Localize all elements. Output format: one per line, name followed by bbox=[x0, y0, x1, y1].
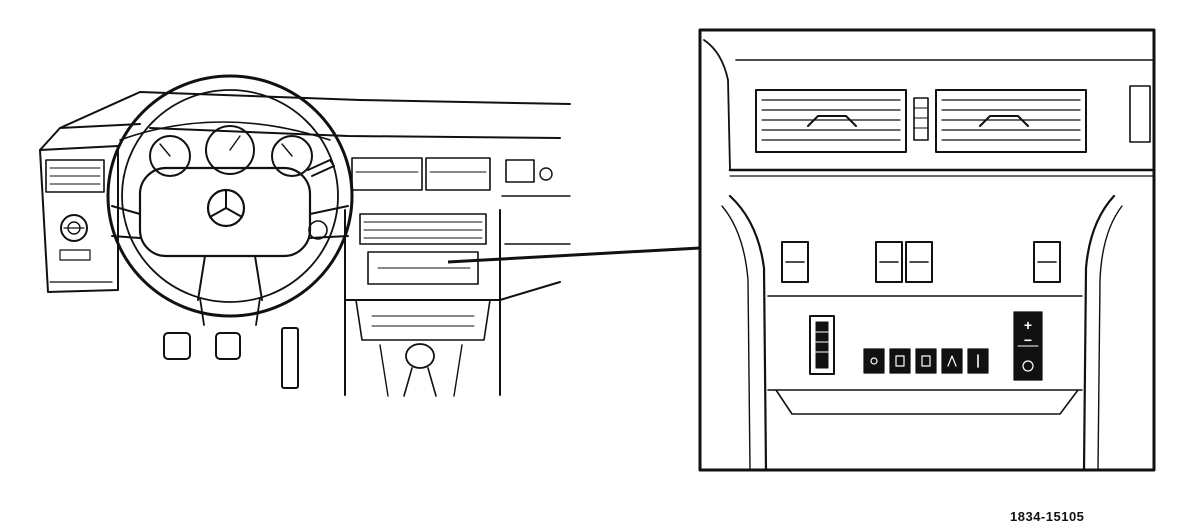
gauge-tachometer-icon bbox=[271, 135, 313, 177]
center-vent-grille bbox=[359, 213, 487, 245]
center-air-vents bbox=[755, 85, 1151, 153]
blower-thumbwheel bbox=[809, 315, 835, 375]
left-side-panel bbox=[39, 123, 141, 293]
airbag-hub bbox=[138, 166, 312, 258]
console-bezel-right bbox=[1082, 194, 1116, 472]
temperature-plus-label: + bbox=[1024, 317, 1032, 333]
passenger-dashboard bbox=[501, 195, 571, 245]
mode-button-3 bbox=[915, 348, 937, 374]
detail-frame bbox=[698, 28, 1156, 472]
dashboard-overview bbox=[39, 74, 571, 397]
steering-wheel-rim bbox=[106, 74, 354, 318]
rocker-switch-1 bbox=[781, 241, 809, 283]
console-bezel-left bbox=[728, 194, 768, 472]
headlamp-switch-icon bbox=[60, 214, 88, 242]
right-rotary-switch-icon bbox=[308, 220, 328, 240]
detail-leader-line bbox=[447, 246, 701, 264]
fan-symbol-icon bbox=[1022, 360, 1034, 372]
dashboard-upper-line bbox=[149, 127, 561, 139]
steering-column bbox=[199, 297, 261, 326]
left-side-vent bbox=[45, 159, 105, 193]
throttle-pedal bbox=[281, 327, 299, 389]
climate-control-detail: + − bbox=[698, 28, 1156, 472]
temperature-minus-label: − bbox=[1024, 332, 1032, 348]
rocker-switch-4 bbox=[1033, 241, 1061, 283]
accelerator-pedal bbox=[215, 332, 241, 360]
mode-buttons bbox=[863, 348, 989, 374]
switch-row bbox=[781, 241, 1061, 283]
hazard-switch-icon bbox=[539, 167, 553, 181]
gauge-speedometer-icon bbox=[205, 125, 255, 175]
gauge-left-icon bbox=[149, 135, 191, 177]
rocker-switch-3 bbox=[905, 241, 933, 283]
gear-selector-icon bbox=[405, 343, 435, 369]
center-upper-display bbox=[351, 157, 553, 191]
mode-button-2 bbox=[889, 348, 911, 374]
dashboard-top-edge bbox=[59, 91, 571, 129]
vent-thumbwheel-icon bbox=[913, 97, 929, 141]
figure-number: 1834-15105 bbox=[1010, 509, 1085, 524]
mode-button-1 bbox=[863, 348, 885, 374]
temperature-control bbox=[1013, 311, 1043, 381]
control-panel-outline bbox=[767, 295, 1083, 415]
mode-button-4 bbox=[941, 348, 963, 374]
center-console bbox=[344, 209, 501, 397]
right-air-vent bbox=[935, 89, 1087, 153]
steering-wheel bbox=[106, 74, 354, 318]
brake-pedal bbox=[163, 332, 191, 360]
rocker-switch-2 bbox=[875, 241, 903, 283]
left-air-vent bbox=[755, 89, 907, 153]
climate-control-panel bbox=[367, 251, 479, 285]
turn-signal-stalk bbox=[307, 159, 335, 177]
